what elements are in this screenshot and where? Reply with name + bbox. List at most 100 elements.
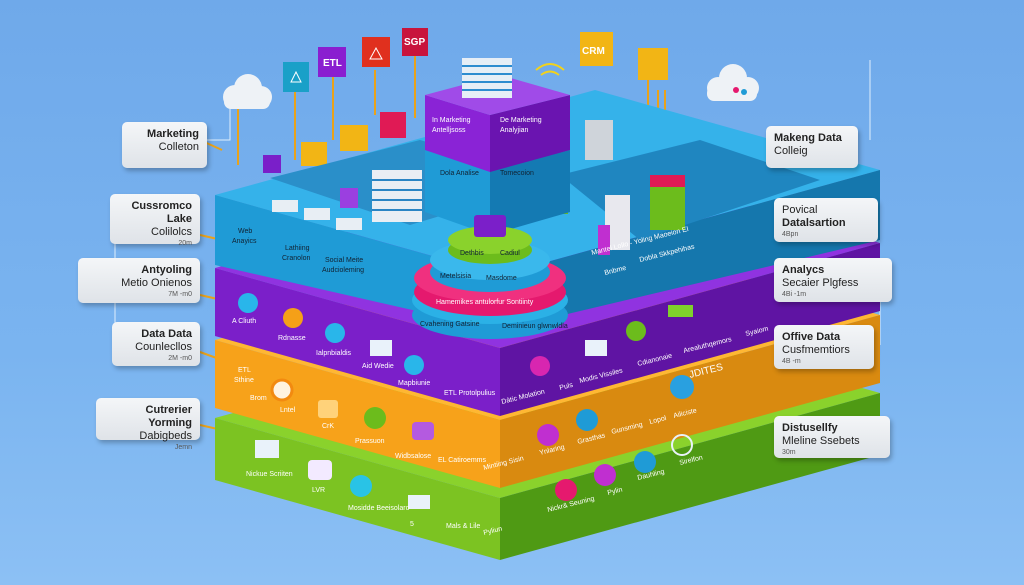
browser-icon (585, 340, 607, 356)
pen-icon (594, 464, 616, 486)
orange-label: ETL (238, 367, 251, 374)
purple-label: Aid Wedie (362, 363, 394, 370)
orange-label: Sthine (234, 377, 254, 384)
callout-detail: 30m (782, 449, 796, 456)
green-label: LVR (312, 487, 325, 494)
callout-title: Cussromco Lake (131, 200, 192, 225)
green-label: Nickue Scriiten (246, 471, 293, 478)
ring-top-label-2: Cadiul (500, 250, 520, 257)
callout-title: Cutrerier Yorming (145, 404, 192, 429)
cloud-icon (223, 74, 272, 109)
screen-icon (668, 305, 693, 317)
orange-label: Lntel (280, 407, 296, 414)
callout-subtitle: Secaier Plgfess (782, 277, 859, 289)
callout-right-2: Povical Datalsartion 4Bpn (774, 198, 878, 242)
orange-label: Prassuon (355, 438, 385, 445)
callout-subtitle: Mleline Ssebets (782, 435, 860, 447)
orange-label: EL Catiroemms (438, 457, 486, 464)
purple-label: ETL Protolpulius (444, 390, 496, 397)
tag-cube-blue (283, 62, 309, 92)
callout-subtitle: Colilolcs (151, 226, 192, 238)
marketing-tower: In Marketing Antelljsoss De Marketing An… (425, 58, 570, 235)
callout-subtitle: Colleig (774, 145, 808, 157)
callout-subtitle: Datalsartion (782, 217, 846, 229)
ring-pink-label: Hamemikes antulorfur Sontiinty (436, 299, 534, 306)
ring-base-label-2: Deminieun glwnwldla (502, 323, 568, 330)
callout-left-5: Cutrerier Yorming Dabigbeds Jemn (96, 398, 200, 451)
tag-crm: CRM (580, 32, 613, 66)
callout-right-3: Analycs Secaier Plgfess 4Bi -1m (774, 258, 892, 302)
flask-icon (238, 293, 258, 313)
blue-label: Social Meite (325, 257, 363, 264)
blue-label: Audcioleming (322, 267, 364, 274)
callout-title: Makeng Data (774, 132, 842, 144)
document-icon (404, 355, 424, 375)
callout-subtitle: Dabigbeds (139, 430, 192, 442)
callout-title: Distusellfy (782, 422, 838, 434)
ring-base-label-1: Cvahening Gatsine (420, 321, 480, 328)
cube-yellow (301, 142, 327, 166)
callout-subtitle: Metio Onienos (121, 277, 192, 289)
callout-detail: 2M -m0 (168, 355, 192, 362)
tower-base-right: Tomecoion (500, 170, 534, 177)
green-label: Mosidde Beeisolaro (348, 505, 410, 512)
callout-title: Povical (782, 204, 818, 216)
cloud-icon (707, 64, 759, 101)
green-label: Mals & Lile (446, 523, 480, 530)
cube-purple (263, 155, 281, 173)
tag-crm-label: CRM (582, 46, 605, 57)
callout-title: Data Data (141, 328, 192, 340)
phone-icon (364, 407, 386, 429)
green-label: Pyliun (483, 526, 503, 537)
purple-label: Mapbiunie (398, 380, 430, 387)
search-icon (537, 424, 559, 446)
bar-chart-icon (576, 409, 598, 431)
orange-label: Lopol (649, 415, 668, 426)
orange-label: Brom (250, 395, 267, 402)
purple-label: Puls (559, 382, 574, 392)
callout-title: Analycs (782, 264, 825, 276)
briefcase-icon (318, 400, 338, 418)
cloud-chart-icon (634, 451, 656, 473)
tag-chip (638, 48, 668, 80)
callout-detail: 4Bi -1m (782, 291, 807, 298)
callout-title: Offive Data (782, 331, 841, 343)
wifi-icon (535, 63, 565, 76)
wave-chart-icon (308, 460, 332, 480)
chart-icon (670, 375, 694, 399)
purple-label: A Cliuth (232, 318, 256, 325)
callout-left-3: Antyoling Metio Onienos 7M -m0 (78, 258, 200, 303)
callout-left-2: Cussromco Lake Colilolcs 20m (110, 194, 200, 247)
blue-label: Cranolon (282, 255, 311, 262)
panel-icon (272, 200, 362, 230)
callout-right-4: Offive Data Cusfmemtiors 4B -m (774, 325, 874, 369)
tower-base-left: Dola Analise (440, 170, 479, 177)
callout-detail: 4B -m (782, 358, 801, 365)
envelope-icon (370, 340, 392, 356)
callout-detail: 7M -m0 (168, 291, 192, 298)
tower-left-line2: Antelljsoss (432, 127, 466, 134)
callout-detail: 20m (178, 240, 192, 247)
callout-detail: Jemn (174, 444, 192, 451)
purple-label: Ialpnbialdis (316, 350, 352, 357)
callout-subtitle: Colleton (158, 141, 199, 153)
cube-yellow (340, 125, 368, 151)
green-layer-items: Nickue Scriiten LVR Mosidde Beeisolaro 5… (246, 434, 704, 537)
tower-left-line1: In Marketing (432, 117, 471, 124)
purple-label: Rdnasse (278, 335, 306, 342)
ring-top-label-1: Dethbis (460, 250, 484, 257)
orange-label: CrK (322, 423, 334, 430)
hand-icon (555, 479, 577, 501)
gear-icon (671, 434, 693, 456)
green-label: Pylin (607, 486, 624, 496)
cube-purple-grid (340, 188, 358, 208)
list-icon (350, 475, 372, 497)
callout-subtitle: Cusfmemtiors (782, 344, 850, 356)
green-label: 5 (410, 521, 414, 528)
tag-warning (362, 37, 390, 67)
chat-icon (283, 308, 303, 328)
tag-sgp-label: SGP (404, 37, 425, 48)
tag-etl: ETL (318, 47, 346, 77)
callout-subtitle: Counlecllos (135, 341, 192, 353)
